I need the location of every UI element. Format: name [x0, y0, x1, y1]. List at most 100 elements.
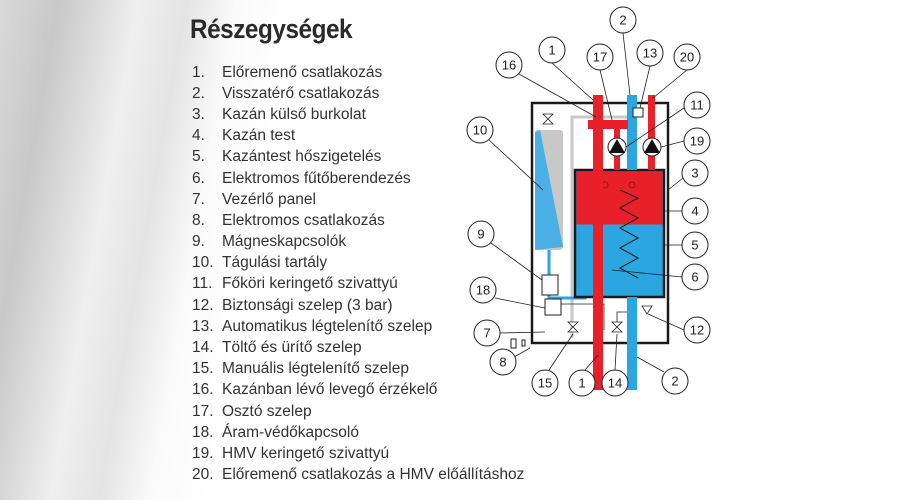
list-item: 14.Töltő és ürítő szelep — [192, 337, 524, 358]
callout-bubble: 3 — [681, 159, 709, 187]
item-label: Mágneskapcsolók — [222, 233, 347, 251]
callout-bubble: 2 — [609, 6, 637, 34]
item-number: 1. — [192, 63, 205, 81]
callout-number: 16 — [502, 58, 516, 73]
contactor-box — [541, 274, 559, 296]
callout-bubble: 13 — [636, 39, 664, 67]
pump-icon — [642, 137, 662, 157]
callout-number: 12 — [690, 323, 704, 338]
item-label: Visszatérő csatlakozás — [222, 84, 380, 102]
item-number: 11. — [192, 275, 213, 293]
callout-bubble: 8 — [489, 348, 517, 376]
list-item: 1. Előremenő csatlakozás — [192, 62, 524, 83]
item-number: 17. — [192, 402, 214, 420]
callout-number: 13 — [643, 46, 657, 61]
item-number: 3. — [192, 105, 205, 123]
item-label: Előremenő csatlakozás a HMV előállításho… — [222, 466, 525, 484]
callout-bubble: 10 — [466, 116, 494, 144]
list-item: 18. Áram-védőkapcsoló — [192, 422, 524, 443]
callout-bubble: 17 — [586, 43, 614, 71]
item-number: 4. — [192, 127, 205, 145]
list-item: 4. Kazán test — [192, 126, 524, 147]
pump-icon — [607, 137, 627, 157]
callout-number: 2 — [619, 13, 626, 28]
item-number: 9. — [192, 233, 205, 251]
callout-bubble: 20 — [673, 43, 701, 71]
callout-number: 4 — [691, 204, 698, 219]
item-number: 12. — [192, 296, 214, 314]
list-item: 12. Biztonsági szelep (3 bar) — [192, 295, 524, 316]
item-label: Biztonsági szelep (3 bar) — [222, 296, 393, 314]
item-label: Vezérlő panel — [222, 190, 316, 208]
item-number: 15. — [192, 360, 214, 378]
page-title: Részegységek — [190, 14, 353, 44]
callout-number: 17 — [593, 50, 607, 65]
leader-lines — [488, 32, 688, 373]
item-number: 10. — [192, 254, 214, 272]
list-item: 6.Elektromos fűtőberendezés — [192, 168, 524, 189]
item-label: Töltő és ürítő szelep — [222, 339, 362, 357]
list-item: 19.HMV keringető szivattyú — [192, 443, 524, 464]
callout-number: 20 — [680, 50, 694, 65]
item-number: 5. — [192, 148, 205, 166]
list-item: 3. Kazán külső burkolat — [192, 104, 524, 125]
item-label: Áram-védőkapcsoló — [222, 423, 359, 441]
callout-bubble: 16 — [495, 51, 523, 79]
supply-pipe — [593, 95, 603, 390]
callout-number: 2 — [671, 374, 678, 389]
item-label: Automatikus légtelenítő szelep — [222, 317, 433, 335]
callout-number: 18 — [476, 283, 490, 298]
callout-bubble: 18 — [469, 276, 497, 304]
list-item: 16.Kazánban lévő levegő érzékelő — [192, 380, 524, 401]
list-item: 8. Elektromos csatlakozás — [192, 210, 524, 231]
callout-number: 15 — [538, 376, 552, 391]
list-item: 5.Kazántest hőszigetelés — [192, 147, 524, 168]
item-label: Manuális légtelenítő szelep — [222, 360, 409, 378]
callout-bubble: 6 — [681, 263, 709, 291]
list-item: 7.Vezérlő panel — [192, 189, 524, 210]
item-number: 18. — [192, 423, 214, 441]
parts-list: 1. Előremenő csatlakozás 2. Visszatérő csat… — [192, 62, 524, 486]
list-item: 9. Mágneskapcsolók — [192, 232, 524, 253]
expansion-tank — [535, 130, 563, 250]
item-label: Tágulási tartály — [222, 254, 328, 272]
auto-air-vent — [632, 107, 644, 118]
boiler-tank — [573, 168, 666, 299]
list-item: 17. Osztó szelep — [192, 401, 524, 422]
callout-number: 14 — [608, 376, 622, 391]
callout-bubble: 9 — [467, 220, 495, 248]
vent-line — [570, 115, 628, 338]
callout-number: 19 — [690, 134, 704, 149]
callout-bubble: 15 — [531, 369, 559, 397]
item-label: HMV keringető szivattyú — [222, 444, 390, 462]
list-item: 2. Visszatérő csatlakozás — [192, 83, 524, 104]
callout-number: 9 — [477, 227, 484, 242]
callout-bubble: 7 — [473, 319, 501, 347]
callout-bubble: 14 — [601, 369, 629, 397]
callout-bubble: 4 — [681, 197, 709, 225]
item-label: Kazán test — [222, 127, 296, 145]
list-item: 10. Tágulási tartály — [192, 253, 524, 274]
item-label: Osztó szelep — [222, 402, 312, 420]
dhw-supply-pipe — [648, 95, 655, 170]
item-label: Kazánban lévő levegő érzékelő — [222, 381, 438, 399]
callout-bubble: 2 — [661, 367, 689, 395]
item-label: Elektromos csatlakozás — [222, 211, 385, 229]
callout-bubble: 5 — [681, 231, 709, 259]
callout-number: 11 — [690, 98, 704, 113]
item-number: 20. — [192, 466, 214, 484]
list-item: 13. Automatikus légtelenítő szelep — [192, 316, 524, 337]
valve-icon — [542, 113, 653, 333]
return-pipe-top — [627, 95, 637, 170]
callout-bubble: 19 — [683, 127, 711, 155]
item-label: Előremenő csatlakozás — [222, 63, 383, 81]
item-number: 8. — [192, 211, 205, 229]
item-label: Kazán külső burkolat — [222, 105, 366, 123]
item-label: Elektromos fűtőberendezés — [222, 169, 411, 187]
item-number: 13. — [192, 317, 214, 335]
callout-number: 3 — [691, 166, 698, 181]
callout-number: 5 — [691, 238, 698, 253]
callout-bubble: 1 — [568, 369, 596, 397]
callout-number: 1 — [578, 376, 585, 391]
item-number: 2. — [192, 84, 205, 102]
